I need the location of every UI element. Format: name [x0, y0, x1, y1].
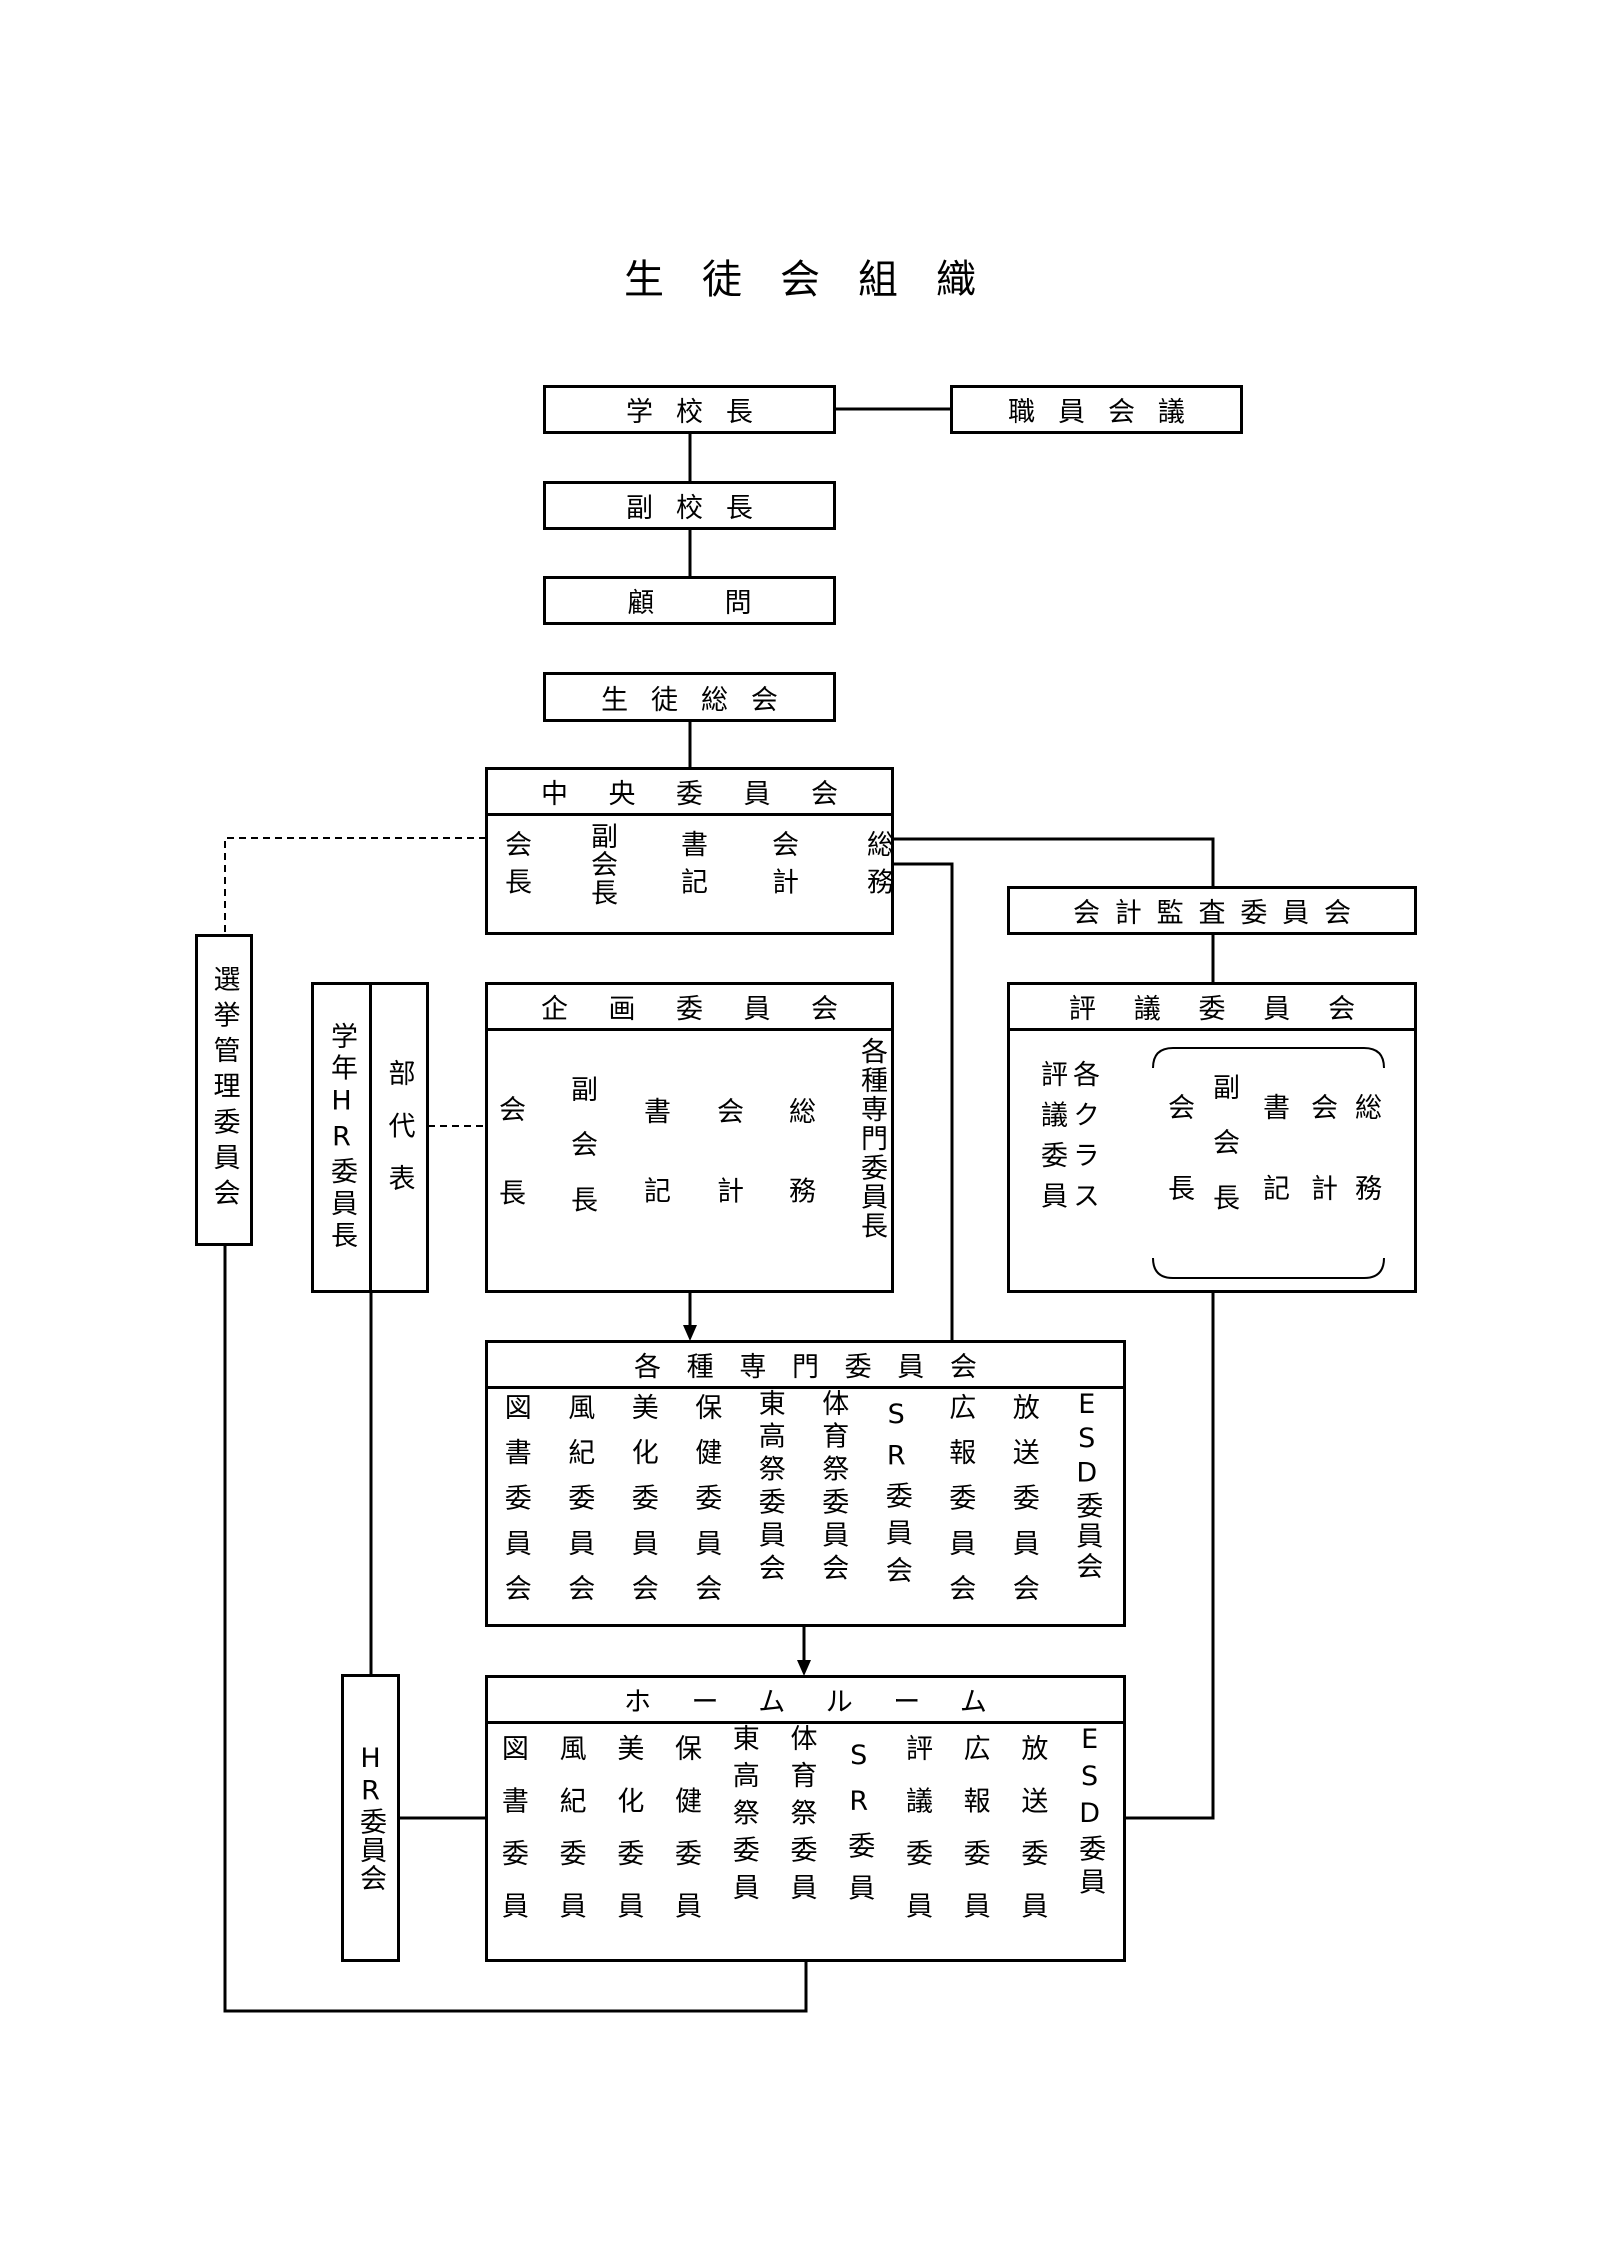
planning-secretary: 書記: [639, 1097, 670, 1257]
line-council-homeroom: [1126, 1293, 1215, 1820]
council-secretary: 書記: [1258, 1093, 1289, 1255]
bracket-bottom: [1152, 1257, 1385, 1279]
general-assembly-label: 生徒総会: [601, 684, 801, 716]
committee-item: 東高祭委員会: [753, 1389, 785, 1587]
homeroom-item: SR委員: [843, 1740, 875, 1916]
grade-hr-chair: 学年HR委員長: [314, 985, 372, 1290]
election-committee-label: 選挙管理委員会: [208, 965, 240, 1215]
planning-vice-president: 副会長: [566, 1075, 597, 1242]
arrowhead-down-icon: [797, 1660, 811, 1676]
staff-meeting-label: 職員会議: [1008, 397, 1208, 428]
committees-title: 各種専門委員会: [634, 1352, 1003, 1383]
election-committee-box: 選挙管理委員会: [195, 934, 253, 1246]
council-box: 評議委員会 評議委員 各クラス 会長 副会長 書記 会計 総務: [1007, 982, 1417, 1293]
committee-item: 保健委員会: [690, 1393, 722, 1620]
homeroom-item: 体育祭委員: [785, 1724, 817, 1911]
audit-committee-box: 会計監査委員会: [1007, 886, 1417, 935]
line-central-committees: [893, 862, 954, 1341]
homeroom-box: ホームルーム 図書委員風紀委員美化委員保健委員東高祭委員体育祭委員 SR委員評議委…: [485, 1675, 1126, 1962]
hr-committee-box: HR委員会: [341, 1674, 400, 1962]
planning-committee-title: 企画委員会: [541, 994, 879, 1025]
planning-treasurer: 会計: [712, 1097, 743, 1257]
committee-item: 美化委員会: [626, 1393, 658, 1620]
advisor-box: 顧問: [543, 576, 836, 625]
council-left-b: 各クラス: [1068, 1060, 1099, 1222]
homeroom-list: 図書委員風紀委員美化委員保健委員東高祭委員体育祭委員 SR委員評議委員広報委員放送…: [488, 1724, 1123, 1959]
homeroom-item: 放送委員: [1016, 1734, 1048, 1945]
committees-list: 図書委員会風紀委員会美化委員会保健委員会東高祭委員会体育祭委員会 SR委員会広報委…: [488, 1389, 1123, 1624]
committees-header: 各種専門委員会: [488, 1343, 1123, 1389]
committee-item: 体育祭委員会: [817, 1389, 849, 1587]
committee-item: SR委員会: [880, 1399, 912, 1594]
general-assembly-box: 生徒総会: [543, 672, 836, 722]
council-general-affairs: 総務: [1350, 1093, 1381, 1255]
planning-committee-header: 企画委員会: [488, 985, 891, 1031]
grade-club-box: 学年HR委員長 部代表: [311, 982, 429, 1293]
council-president: 会長: [1163, 1093, 1194, 1255]
planning-committee-chairs: 各種専門委員長: [856, 1037, 887, 1242]
central-committee-header: 中央委員会: [488, 770, 891, 816]
dashed-central-election: [224, 837, 486, 935]
committee-item: ESD委員会: [1071, 1389, 1103, 1583]
homeroom-item: 東高祭委員: [727, 1724, 759, 1911]
central-vice-president: 副会長: [586, 822, 617, 908]
staff-meeting-box: 職員会議: [950, 385, 1243, 434]
council-vice-president: 副会長: [1208, 1073, 1239, 1240]
committee-item: 図書委員会: [499, 1393, 531, 1620]
homeroom-item: 風紀委員: [554, 1734, 586, 1945]
homeroom-item: 保健委員: [670, 1734, 702, 1945]
homeroom-item: ESD委員: [1074, 1724, 1106, 1901]
council-left-a: 評議委員: [1036, 1060, 1067, 1222]
central-secretary: 書記: [676, 830, 707, 906]
line-central-audit: [893, 837, 1215, 887]
audit-committee-label: 会計監査委員会: [1072, 898, 1366, 929]
hr-committee-label: HR委員会: [355, 1743, 386, 1893]
homeroom-item: 図書委員: [496, 1734, 528, 1945]
arrowhead-down-icon: [683, 1325, 697, 1341]
vice-principal-box: 副校長: [543, 481, 836, 530]
homeroom-item: 広報委員: [958, 1734, 990, 1945]
central-committee-title: 中央委員会: [541, 779, 879, 810]
central-committee-box: 中央委員会 会長 副会長 書記 会計 総務: [485, 767, 894, 935]
homeroom-item: 美化委員: [612, 1734, 644, 1945]
committees-box: 各種専門委員会 図書委員会風紀委員会美化委員会保健委員会東高祭委員会体育祭委員会…: [485, 1340, 1126, 1627]
planning-president: 会長: [494, 1095, 525, 1263]
vice-principal-label: 副校長: [626, 493, 776, 524]
homeroom-header: ホームルーム: [488, 1678, 1123, 1724]
committee-item: 放送委員会: [1007, 1393, 1039, 1620]
central-president: 会長: [500, 830, 531, 906]
planning-general-affairs: 総務: [784, 1097, 815, 1257]
planning-committee-box: 企画委員会 会長 副会長 書記 会計 総務 各種専門委員長: [485, 982, 894, 1293]
principal-box: 学校長: [543, 385, 836, 434]
committee-item: 広報委員会: [944, 1393, 976, 1620]
page-title: 生徒会組織: [624, 257, 1014, 303]
principal-label: 学校長: [626, 397, 776, 428]
homeroom-title: ホームルーム: [624, 1687, 1028, 1718]
central-treasurer: 会計: [767, 830, 798, 906]
advisor-label: 顧問: [627, 588, 822, 619]
committee-item: 風紀委員会: [563, 1393, 595, 1620]
club-representative: 部代表: [383, 1058, 415, 1217]
bracket-top: [1152, 1047, 1385, 1069]
central-general-affairs: 総務: [862, 830, 893, 906]
council-treasurer: 会計: [1306, 1093, 1337, 1255]
line-election-homeroom: [223, 1246, 808, 2013]
council-title: 評議委員会: [1068, 994, 1393, 1025]
homeroom-item: 評議委員: [900, 1734, 932, 1945]
council-header: 評議委員会: [1010, 985, 1414, 1031]
